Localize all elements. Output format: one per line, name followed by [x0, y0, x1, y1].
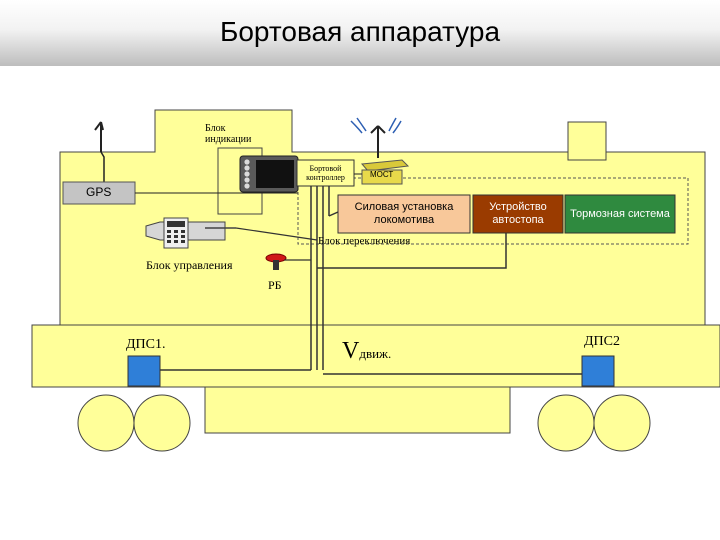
page-title: Бортовая аппаратура — [219, 16, 501, 47]
control-keypad-icon — [145, 217, 236, 249]
modem-antenna-icon — [350, 117, 402, 158]
cab-window — [567, 121, 607, 161]
wire — [328, 211, 339, 217]
wheel — [133, 394, 191, 452]
switch-block-frame — [297, 177, 689, 245]
control-block-label: Блок управления — [146, 258, 233, 272]
dps1-label: ДПС1. — [126, 337, 166, 352]
dps1-sensor — [127, 355, 161, 387]
power-unit-label: Силовая установка локомотива — [354, 201, 454, 226]
modem-block — [360, 159, 410, 185]
wheel — [593, 394, 651, 452]
speed-subscript: движ. — [359, 346, 392, 361]
title-bar — [0, 0, 720, 66]
gps-antenna-icon — [94, 121, 105, 182]
wheel — [537, 394, 595, 452]
dps2-sensor — [581, 355, 615, 387]
rb-button-icon — [265, 253, 287, 270]
modem-label: МОСТ — [370, 170, 394, 179]
dps2-label: ДПС2 — [584, 334, 620, 349]
rb-label: РБ — [268, 278, 282, 292]
switch-block-label: Блок переключения — [318, 235, 411, 247]
power-unit-block — [337, 194, 471, 234]
speed-symbol: V — [342, 338, 360, 364]
onboard-controller-label: Бортовой контроллер — [306, 164, 345, 182]
wire — [317, 233, 507, 269]
autostop-label: Устройство автостопа — [489, 201, 547, 226]
onboard-controller-block — [296, 159, 355, 187]
gps-label: GPS — [86, 185, 112, 199]
indication-display-icon — [239, 155, 299, 193]
brake-system-block — [564, 194, 676, 234]
wire — [235, 227, 318, 241]
speed-label: Vдвиж. — [342, 338, 391, 367]
autostop-block — [472, 194, 564, 234]
brake-system-label: Тормозная система — [570, 207, 670, 220]
undercarriage — [204, 386, 511, 434]
wheel — [77, 394, 135, 452]
indication-block-label: Блок индикации — [205, 123, 252, 145]
